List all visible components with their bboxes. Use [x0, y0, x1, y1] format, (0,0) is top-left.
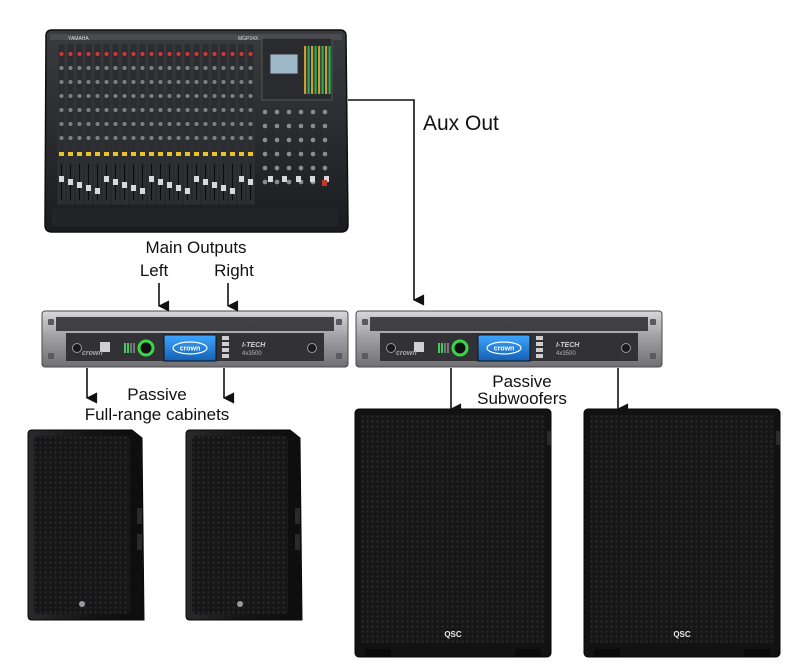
mixer-channel-strips [57, 43, 255, 205]
amp-series: I-TECH [242, 342, 266, 349]
fullrange-label-line2: Full-range cabinets [84, 405, 230, 424]
amp-series: I-TECH [556, 342, 580, 349]
mixer-model: MGP24X [238, 36, 259, 42]
subwoofer-label-line1: Passive [492, 372, 552, 391]
subwoofer-label-line2: Subwoofers [477, 389, 567, 408]
aux-out-line [348, 99, 425, 306]
main-right-label: Right [214, 261, 254, 280]
amplifier-left: crown crown I-TECH 4x3500 [41, 310, 349, 368]
subwoofer-left: QSC [354, 408, 552, 658]
subwoofer-right: QSC [583, 408, 781, 658]
main-left-label: Left [139, 261, 169, 280]
amp-screen-brand: crown [494, 346, 515, 353]
fullrange-cabinet-right [185, 429, 303, 621]
subwoofer-brand: QSC [444, 630, 462, 639]
signal-lines [85, 99, 629, 415]
amp-model: 4x3500 [242, 351, 262, 357]
mixer-brand: YAMAHA [68, 36, 89, 42]
main-outputs-label: Main Outputs [145, 238, 247, 257]
amp-screen-brand: crown [180, 346, 201, 353]
amp-model: 4x3500 [556, 351, 576, 357]
fullrange-label-line1: Passive [127, 385, 187, 404]
subwoofer-brand: QSC [673, 630, 691, 639]
aux-out-label: Aux Out [423, 112, 499, 135]
amp-brand: crown [82, 350, 103, 357]
amp-brand: crown [396, 350, 417, 357]
fullrange-cabinet-left [27, 429, 145, 621]
mixer-console: YAMAHA MGP24X [44, 29, 349, 233]
mixer-master-section [261, 37, 333, 186]
amplifier-right: crown crown I-TECH 4x3500 [355, 310, 663, 368]
